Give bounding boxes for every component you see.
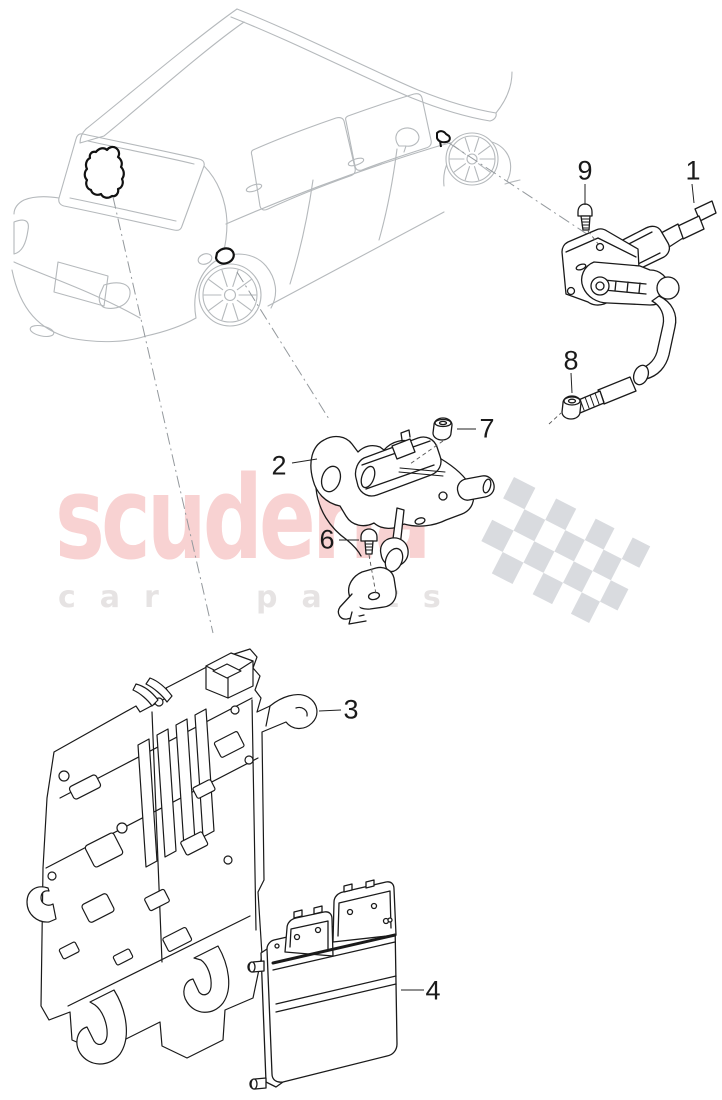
checker-cell <box>592 549 622 581</box>
checker-cell <box>563 561 593 593</box>
checker-cell <box>503 477 536 510</box>
checker-cell <box>481 519 514 553</box>
checker-cell <box>570 592 600 624</box>
part-2-sensor-bracket <box>310 417 495 625</box>
leader-to-front-sensor <box>448 142 600 243</box>
car-illustration <box>11 8 521 343</box>
checker-cell <box>532 572 564 605</box>
rear-wheel <box>198 263 262 327</box>
checker-cell <box>491 552 524 585</box>
callout-label-4: 4 <box>425 975 441 1006</box>
checker-flag-watermark <box>481 477 651 624</box>
rear-sensor-location-marker <box>214 247 235 265</box>
callout-label-7: 7 <box>479 413 495 444</box>
callout-label-1: 1 <box>685 155 701 186</box>
part-7-nut <box>432 417 453 441</box>
checker-cell <box>523 541 555 573</box>
callout-label-3: 3 <box>343 694 359 725</box>
callout-label-2: 2 <box>271 450 287 481</box>
callout-label-6: 6 <box>319 524 335 555</box>
checker-cell <box>621 537 651 568</box>
small-dashed-pointers <box>368 230 600 595</box>
part-4-control-unit <box>247 879 398 1090</box>
leader-to-rear-sensor <box>236 271 330 420</box>
checker-cell <box>584 518 615 550</box>
callout-label-8: 8 <box>563 345 579 376</box>
car-location-markers <box>83 130 451 265</box>
checker-cell <box>554 530 585 562</box>
checker-cell <box>545 498 577 531</box>
front-wheel <box>445 132 499 186</box>
ecu-location-marker <box>83 145 125 199</box>
part-6-screw <box>360 528 378 555</box>
part-3-mounting-bracket <box>26 648 318 1065</box>
part-9-screw <box>577 203 593 231</box>
watermark-subtitle-car: car <box>58 580 183 615</box>
callout-pointer-lines <box>291 183 695 991</box>
leader-to-bracket <box>112 196 214 634</box>
checker-cell <box>513 509 546 542</box>
callout-label-9: 9 <box>577 155 593 186</box>
checker-cell <box>599 580 629 611</box>
front-sensor-location-marker <box>436 130 451 148</box>
part-1-height-sensor <box>561 200 717 420</box>
